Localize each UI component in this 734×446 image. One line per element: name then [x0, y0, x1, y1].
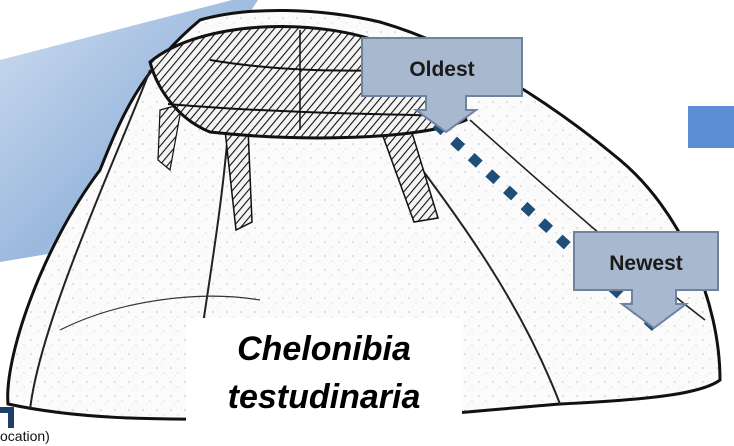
footer-text-fragment: ocation): [0, 429, 50, 443]
corner-frame-icon: [0, 407, 14, 428]
accent-square: [688, 106, 734, 148]
species-name-line-1: Chelonibia: [237, 330, 411, 368]
oldest-label: Oldest: [409, 58, 474, 81]
newest-label: Newest: [609, 252, 683, 275]
species-name-line-2: testudinaria: [228, 378, 421, 416]
